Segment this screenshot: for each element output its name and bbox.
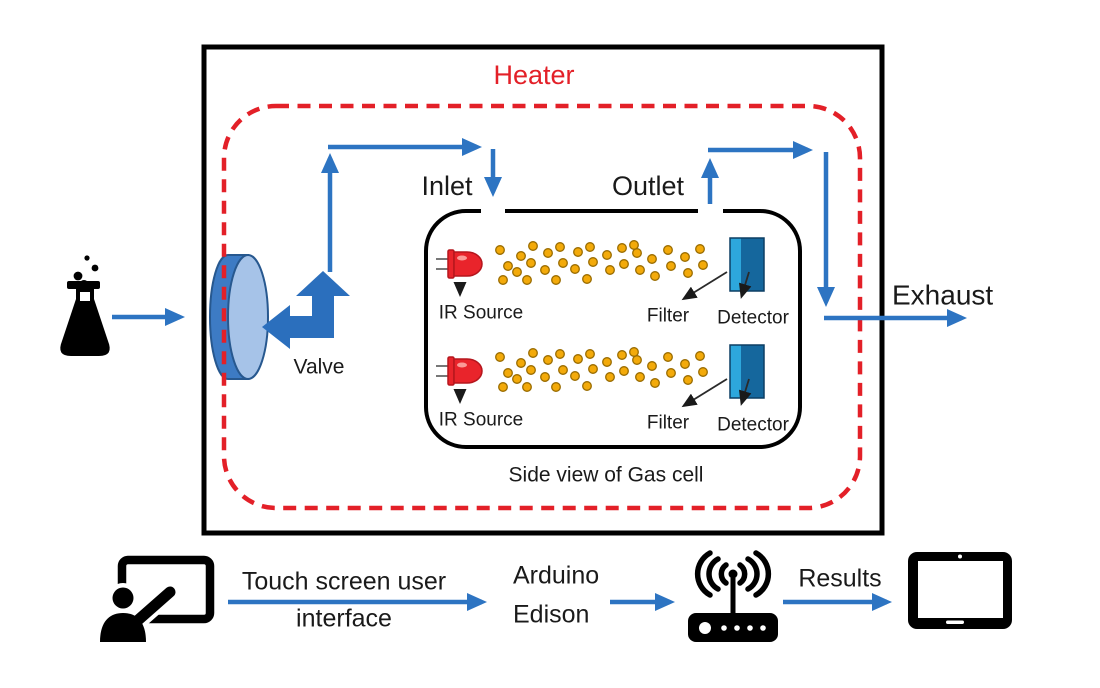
outlet-label: Outlet [611, 171, 685, 202]
enclosure-box [201, 44, 885, 536]
flask-icon [60, 255, 110, 356]
detector-label-1: Detector [717, 307, 789, 329]
wifi-router-icon [688, 550, 778, 642]
touchscreen-label-line1: Touch screen user [241, 567, 447, 596]
filter-label-1: Filter [646, 305, 690, 327]
outlet-gap [698, 204, 723, 218]
tablet-icon [908, 552, 1012, 629]
touch-screen-user-icon [96, 555, 215, 645]
touchscreen-label-line2: interface [296, 604, 392, 633]
results-label: Results [798, 564, 882, 593]
filter-label-2: Filter [646, 412, 690, 434]
controller-label-line1: Arduino [513, 561, 600, 590]
detector-label-2: Detector [717, 414, 789, 436]
gas-cell-caption: Side view of Gas cell [508, 463, 704, 487]
valve-cylinder-icon [209, 254, 269, 380]
valve-flow-arrow [262, 271, 350, 349]
exhaust-label: Exhaust [892, 279, 994, 311]
ir-source-label-1: IR Source [438, 302, 524, 324]
heater-dashed-boundary [221, 103, 863, 511]
controller-label-line2: Edison [513, 600, 590, 629]
heater-label: Heater [493, 60, 575, 91]
ir-source-label-2: IR Source [438, 409, 524, 431]
valve-label: Valve [293, 355, 345, 379]
inlet-label: Inlet [421, 171, 473, 202]
inlet-gap [481, 204, 505, 218]
